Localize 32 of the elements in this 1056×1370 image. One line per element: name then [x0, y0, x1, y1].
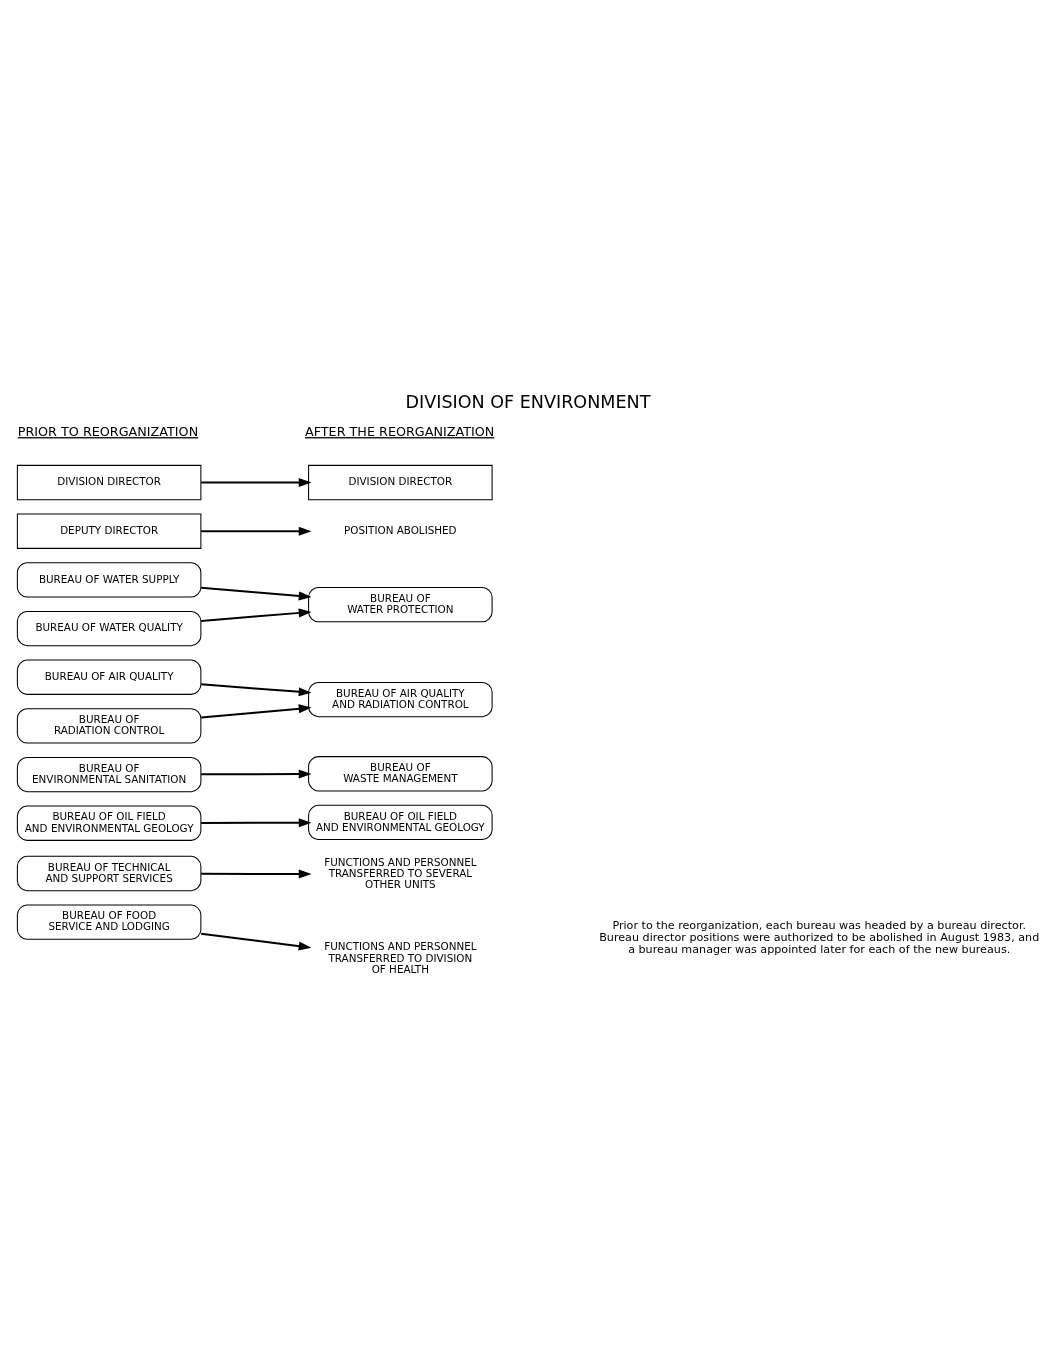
node-text: POSITION ABOLISHED	[344, 523, 457, 536]
arrow	[200, 683, 312, 697]
arrow	[200, 869, 312, 879]
node-box: BUREAU OF RADIATION CONTROL	[16, 708, 202, 744]
node-box: DIVISION DIRECTOR	[16, 464, 202, 501]
node-box: BUREAU OF TECHNICAL AND SUPPORT SERVICES	[16, 855, 202, 892]
node-box: BUREAU OF FOOD SERVICE AND LODGING	[16, 904, 202, 940]
diagram-title: DIVISION OF ENVIRONMENT	[405, 392, 651, 413]
label: PRIOR TO REORGANIZATION	[17, 424, 199, 440]
node-box: DIVISION DIRECTOR	[308, 464, 493, 501]
node-box: BUREAU OF WASTE MANAGEMENT	[308, 756, 493, 792]
arrow	[200, 478, 312, 488]
node-text: FUNCTIONS AND PERSONNEL TRANSFERRED TO DIVISION OF HEALTH	[324, 940, 477, 975]
node-text: FUNCTIONS AND PERSONNEL TRANSFERRED TO SEVERAL OTHER UNITS	[324, 855, 477, 891]
node-box: BUREAU OF WATER PROTECTION	[308, 586, 493, 623]
node-box: BUREAU OF ENVIRONMENTAL SANITATION	[16, 756, 202, 793]
node-box: BUREAU OF WATER SUPPLY	[16, 562, 202, 598]
node-box: BUREAU OF OIL FIELD AND ENVIRONMENTAL GEOLOGY	[308, 804, 493, 841]
arrow	[200, 818, 312, 828]
arrow	[200, 586, 312, 601]
arrow	[200, 608, 312, 622]
node-box: BUREAU OF AIR QUALITY	[16, 659, 202, 695]
node-box: BUREAU OF WATER QUALITY	[16, 610, 202, 647]
node-box: BUREAU OF AIR QUALITY AND RADIATION CONTROL	[308, 681, 493, 718]
arrow	[200, 932, 312, 951]
arrow	[200, 526, 312, 536]
node-box: BUREAU OF OIL FIELD AND ENVIRONMENTAL GEOLOGY	[16, 805, 202, 841]
label: AFTER THE REORGANIZATION	[305, 424, 495, 440]
node-box: DEPUTY DIRECTOR	[16, 513, 202, 549]
arrow	[200, 704, 312, 719]
arrow	[200, 769, 312, 779]
caption: Prior to the reorganization, each bureau was headed by a bureau director. Bureau director positions were authorized to be abolished in August 1983, and a bureau manager was appointed later for each of the new bureaus.	[599, 919, 1040, 957]
